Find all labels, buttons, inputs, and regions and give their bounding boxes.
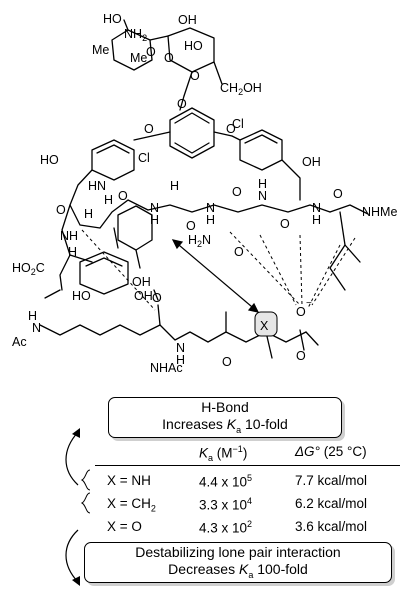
hbond-title: H-Bond bbox=[201, 399, 249, 415]
label-o-minus: O bbox=[296, 305, 306, 319]
label-o5: O bbox=[280, 217, 290, 231]
destab-box: Destabilizing lone pair interaction Decr… bbox=[84, 542, 392, 583]
label-nhme: NHMe bbox=[362, 205, 397, 219]
label-o3: O bbox=[186, 219, 196, 233]
label-o-link: O bbox=[177, 97, 187, 111]
label-o-right-co: O bbox=[333, 187, 343, 201]
label-h-nd: H bbox=[312, 213, 321, 227]
table-row: X = NH 4.4 x 105 7.7 kcal/mol bbox=[95, 473, 400, 493]
label-ho-bottom: HO bbox=[72, 289, 91, 303]
label-o4: O bbox=[232, 185, 242, 199]
label-cl-left: Cl bbox=[138, 151, 150, 165]
label-nhac: NHAc bbox=[150, 361, 183, 375]
label-ch2oh: CH2OH bbox=[220, 81, 262, 97]
label-h1: H bbox=[84, 207, 93, 221]
label-ho-sugar: HO bbox=[184, 39, 203, 53]
curved-arrows bbox=[65, 431, 79, 583]
label-h-central: H bbox=[170, 179, 179, 193]
table-braces bbox=[80, 469, 91, 514]
label-h-n4: H bbox=[258, 177, 267, 191]
table-rule bbox=[95, 465, 400, 466]
row-ka: 4.4 x 105 bbox=[199, 473, 253, 490]
row-dg: 7.7 kcal/mol bbox=[295, 473, 368, 488]
label-n-d: N bbox=[312, 201, 321, 215]
label-o-sugar2: O bbox=[164, 51, 174, 65]
label-me2: Me bbox=[130, 51, 147, 65]
hbond-effect: Increases Ka 10-fold bbox=[162, 416, 288, 435]
arrowhead-down bbox=[72, 576, 80, 586]
label-o-left: O bbox=[144, 122, 154, 136]
label-ho-top: HO bbox=[103, 12, 122, 26]
label-ac-h: H bbox=[28, 309, 37, 323]
label-o-right: O bbox=[226, 122, 236, 136]
label-x: X bbox=[260, 319, 269, 333]
label-n-peptide: N bbox=[176, 341, 185, 355]
label-h3: H bbox=[68, 245, 77, 259]
phenyl-ring bbox=[117, 205, 153, 251]
table-row: X = O 4.3 x 102 3.6 kcal/mol bbox=[95, 519, 400, 539]
label-o-c2: O bbox=[152, 291, 162, 305]
label-ac-n: N bbox=[32, 321, 41, 335]
label-h-n1: H bbox=[150, 213, 159, 227]
label-o2: O bbox=[56, 203, 66, 217]
row-ka: 4.3 x 102 bbox=[199, 519, 253, 536]
label-hn1: HN bbox=[88, 179, 106, 193]
interaction-arrow bbox=[171, 239, 260, 313]
label-o1: O bbox=[118, 189, 128, 203]
header-dg: ΔG° (25 °C) bbox=[295, 444, 367, 459]
label-o-amide: O bbox=[234, 245, 244, 259]
table-row: X = CH2 3.3 x 104 6.2 kcal/mol bbox=[95, 496, 400, 516]
x-highlight bbox=[254, 311, 278, 337]
central-aryl-ring bbox=[169, 107, 215, 159]
label-oh-sugar: OH bbox=[178, 13, 197, 27]
row-x: X = CH2 bbox=[107, 496, 156, 514]
label-n-b: N bbox=[206, 201, 215, 215]
label-h-n3: H bbox=[206, 213, 215, 227]
label-o-sugar1: O bbox=[146, 45, 156, 59]
label-o-sugar3: O bbox=[190, 69, 200, 83]
label-oh-b1: OH bbox=[132, 275, 151, 289]
label-oh-right: OH bbox=[302, 155, 321, 169]
label-cl-right: Cl bbox=[232, 117, 244, 131]
hbond-dashes bbox=[81, 229, 356, 311]
label-o-carboxy: O bbox=[296, 349, 306, 363]
arrowhead-up bbox=[72, 428, 80, 438]
hbond-box: H-Bond Increases Ka 10-fold bbox=[108, 397, 342, 438]
row-ka: 3.3 x 104 bbox=[199, 496, 253, 513]
destab-effect: Decreases Ka 100-fold bbox=[168, 561, 308, 580]
label-n-c: N bbox=[258, 189, 267, 203]
label-h-peptide: H bbox=[176, 353, 185, 367]
label-h2: H bbox=[104, 193, 113, 207]
row-x: X = NH bbox=[107, 473, 151, 488]
label-ac: Ac bbox=[12, 335, 27, 349]
row-dg: 3.6 kcal/mol bbox=[295, 519, 368, 534]
table-header: Ka (M−1) ΔG° (25 °C) bbox=[95, 444, 400, 464]
header-ka: Ka (M−1) bbox=[199, 444, 248, 464]
label-n-a: N bbox=[150, 201, 159, 215]
label-ho2c: HO2C bbox=[12, 261, 45, 277]
label-ho-left: HO bbox=[40, 153, 59, 167]
resorcinol-ring bbox=[79, 251, 129, 295]
destab-title: Destabilizing lone pair interaction bbox=[135, 544, 341, 560]
row-x: X = O bbox=[107, 519, 142, 534]
label-minus: − bbox=[306, 298, 312, 309]
label-nh2: NH2 bbox=[124, 27, 147, 43]
label-o-c3: O bbox=[222, 355, 232, 369]
label-nh-left: NH bbox=[60, 229, 78, 243]
row-dg: 6.2 kcal/mol bbox=[295, 496, 368, 511]
label-h2n: H2N bbox=[188, 233, 211, 249]
label-oh-b2: OH bbox=[134, 289, 153, 303]
label-me1: Me bbox=[92, 43, 109, 57]
